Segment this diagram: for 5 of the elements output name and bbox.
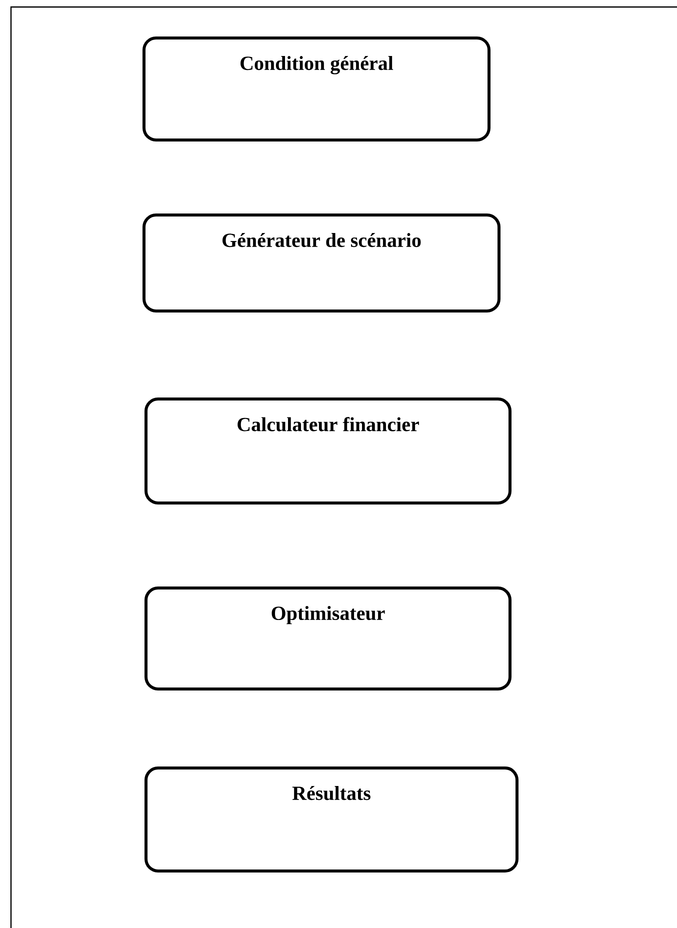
process-box: Condition général <box>142 36 490 142</box>
process-box: Générateur de scénario <box>142 214 500 312</box>
process-box: Résultats <box>144 766 518 872</box>
process-box: Optimisateur <box>144 586 512 690</box>
process-box: Calculateur financier <box>144 398 512 504</box>
